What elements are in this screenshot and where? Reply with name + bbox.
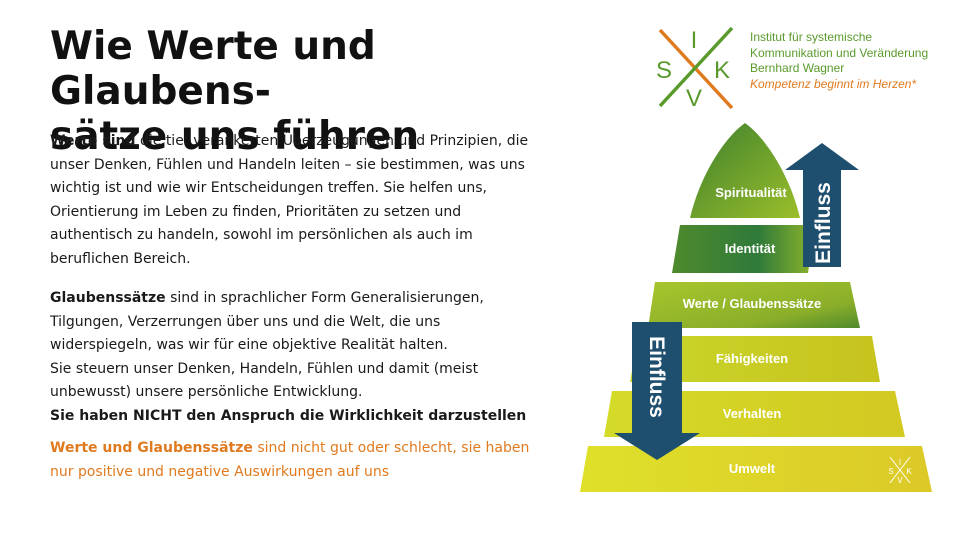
logo-letter-k: K bbox=[714, 57, 730, 84]
paragraph-beliefs-lead: Glaubenssätze bbox=[50, 290, 166, 306]
paragraph-conclusion: Werte und Glaubenssätze sind nicht gut o… bbox=[50, 437, 530, 484]
influence-up-arrow bbox=[785, 143, 859, 267]
paragraph-beliefs: Glaubenssätze sind in sprachlicher Form … bbox=[50, 287, 530, 428]
mini-logo-i: I bbox=[899, 458, 901, 467]
logo-line-3: Bernhard Wagner bbox=[750, 61, 845, 75]
level-werte-shape bbox=[648, 282, 860, 328]
mini-logo-s: S bbox=[888, 467, 893, 476]
isvk-logo: I S K V bbox=[656, 26, 734, 112]
logo-text: Institut für systemische Kommunikation u… bbox=[750, 30, 928, 92]
influence-down-label: Einfluss bbox=[645, 336, 668, 418]
level-werte-label: Werte / Glaubenssätze bbox=[683, 296, 821, 311]
paragraph-values: Werte sind die tief verankerten Überzeug… bbox=[50, 130, 530, 271]
title-line-1: Wie Werte und Glaubens- bbox=[50, 24, 376, 114]
mini-logo-k: K bbox=[906, 467, 912, 476]
level-identitaet-label: Identität bbox=[725, 241, 776, 256]
logo-letter-v: V bbox=[686, 85, 702, 112]
paragraph-beliefs-line3: Sie haben NICHT den Anspruch die Wirklic… bbox=[50, 407, 527, 424]
level-verhalten-label: Verhalten bbox=[723, 406, 782, 421]
influence-up-label: Einfluss bbox=[812, 182, 835, 264]
level-identitaet-shape bbox=[672, 225, 815, 273]
level-umwelt-shape bbox=[580, 446, 932, 492]
logo-letter-i: I bbox=[691, 27, 698, 54]
paragraph-values-text: die tief verankerten Überzeugungen und P… bbox=[50, 133, 529, 267]
paragraph-conclusion-lead: Werte und Glaubenssätze bbox=[50, 440, 253, 456]
logo-green-stroke bbox=[658, 26, 734, 108]
logo-line-1: Institut für systemische bbox=[750, 30, 873, 44]
mini-logo-stroke-2 bbox=[889, 456, 911, 484]
paragraph-beliefs-line2: Sie steuern unser Denken, Handeln, Fühle… bbox=[50, 360, 479, 401]
page-title: Wie Werte und Glaubens- sätze uns führen bbox=[50, 24, 610, 159]
influence-down-arrow bbox=[614, 322, 700, 460]
level-faehigkeiten-shape bbox=[630, 336, 880, 382]
title-line-2: sätze uns führen bbox=[50, 114, 420, 159]
mini-logo-v: V bbox=[897, 476, 903, 485]
paragraph-beliefs-text: sind in sprachlicher Form Generalisierun… bbox=[50, 290, 484, 353]
mini-logo: I S K V bbox=[888, 456, 912, 485]
level-spiritualitaet-label: Spiritualität bbox=[715, 185, 787, 200]
neurological-levels-pyramid: Spiritualität Identität Werte / Glaubens… bbox=[580, 123, 932, 492]
paragraph-values-lead: Werte sind bbox=[50, 133, 136, 149]
logo-slogan: Kompetenz beginnt im Herzen* bbox=[750, 76, 917, 91]
level-umwelt-label: Umwelt bbox=[729, 461, 776, 476]
logo-line-2: Kommunikation und Veränderung bbox=[750, 45, 929, 60]
level-faehigkeiten-label: Fähigkeiten bbox=[716, 351, 788, 366]
paragraph-conclusion-text: sind nicht gut oder schlecht, sie haben … bbox=[50, 440, 530, 480]
logo-letter-s: S bbox=[656, 57, 672, 84]
level-spiritualitaet-shape bbox=[690, 123, 800, 218]
